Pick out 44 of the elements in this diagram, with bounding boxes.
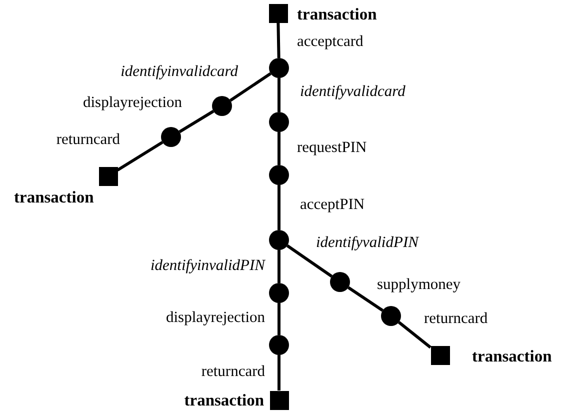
event-dot (269, 230, 289, 250)
event-label: returncard (56, 131, 120, 149)
connector-line (278, 78, 280, 112)
event-label: identifyvalidPIN (316, 234, 418, 252)
state-square (268, 4, 288, 22)
event-dot (269, 335, 289, 355)
state-square (98, 166, 118, 186)
event-label: identifyvalidcard (300, 83, 406, 101)
event-dot (330, 272, 350, 292)
connector-line (278, 185, 280, 230)
state-label: transaction (472, 346, 552, 366)
event-dot (269, 165, 289, 185)
connector-line (347, 286, 384, 312)
event-dot (269, 283, 289, 303)
state-square (270, 390, 288, 410)
connector-line (278, 132, 280, 165)
state-label: transaction (14, 188, 94, 206)
event-dot (212, 96, 232, 116)
connector-line (229, 72, 272, 102)
event-dot (269, 58, 289, 78)
event-label: supplymoney (377, 276, 461, 294)
event-label: requestPIN (297, 139, 367, 157)
event-label: acceptcard (297, 33, 364, 51)
event-label: returncard (201, 363, 265, 381)
event-label: displayrejection (166, 309, 265, 327)
connector-line (278, 303, 280, 335)
state-label: transaction (184, 390, 264, 410)
connector-line (398, 321, 432, 349)
state-square (430, 346, 450, 364)
event-dot (381, 306, 401, 326)
connector-line (278, 250, 280, 283)
event-label: displayrejection (83, 94, 182, 112)
event-label: returncard (424, 310, 488, 328)
event-dot (269, 112, 289, 132)
connector-line (276, 22, 280, 58)
connector-line (116, 141, 164, 172)
event-label: acceptPIN (300, 196, 365, 214)
event-label: identifyinvalidcard (120, 63, 238, 81)
connector-line (286, 244, 333, 278)
connector-line (178, 110, 214, 134)
event-label: identifyinvalidPIN (150, 257, 265, 275)
event-dot (161, 127, 181, 147)
connector-line (278, 355, 280, 390)
state-label: transaction (297, 4, 377, 24)
